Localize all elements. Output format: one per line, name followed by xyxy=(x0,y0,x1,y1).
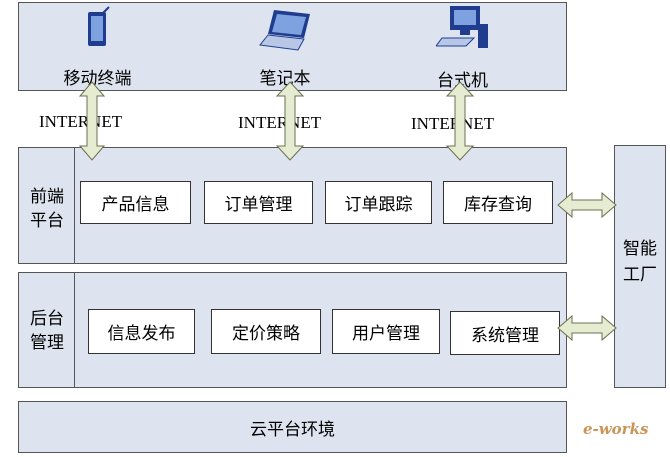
desktop-computer-icon xyxy=(436,6,488,48)
smart-factory-line2: 工厂 xyxy=(623,265,657,285)
frontend-title-line1: 前端 xyxy=(30,187,64,207)
backend-title-line2: 管理 xyxy=(30,333,64,353)
frontend-factory-arrow xyxy=(557,191,617,219)
internet-arrow-laptop xyxy=(275,81,305,161)
backend-title: 后台 管理 xyxy=(20,307,74,355)
frontend-title-divider xyxy=(74,148,75,263)
product-info-module[interactable]: 产品信息 xyxy=(80,181,191,224)
mobile-device-label: 移动终端 xyxy=(63,69,132,89)
smart-factory-box xyxy=(614,145,666,388)
order-tracking-module[interactable]: 订单跟踪 xyxy=(325,181,432,224)
watermark-text: e-works xyxy=(583,420,649,438)
smart-factory-label: 智能 工厂 xyxy=(614,236,666,288)
cloud-platform-bar xyxy=(18,401,567,453)
laptop-label: 笔记本 xyxy=(259,69,311,89)
backend-factory-arrow xyxy=(557,314,617,342)
internet-arrow-mobile xyxy=(78,81,106,161)
smart-factory-line1: 智能 xyxy=(623,239,657,259)
laptop-icon xyxy=(259,10,310,51)
mobile-device-icon xyxy=(88,6,110,46)
desktop-label: 台式机 xyxy=(437,71,488,91)
pricing-strategy-module[interactable]: 定价策略 xyxy=(211,309,321,354)
order-management-module[interactable]: 订单管理 xyxy=(204,181,313,224)
backend-title-divider xyxy=(74,273,75,387)
system-management-module[interactable]: 系统管理 xyxy=(450,311,560,355)
inventory-query-module[interactable]: 库存查询 xyxy=(443,181,553,224)
internet-label-1: INTERNET xyxy=(39,112,123,131)
frontend-title: 前端 平台 xyxy=(20,185,74,233)
cloud-platform-label: 云平台环境 xyxy=(250,420,335,440)
frontend-title-line2: 平台 xyxy=(30,211,64,231)
info-publish-module[interactable]: 信息发布 xyxy=(88,309,195,354)
internet-arrow-desktop xyxy=(445,81,475,161)
backend-title-line1: 后台 xyxy=(30,309,64,329)
internet-label-3: INTERNET xyxy=(411,114,495,133)
user-management-module[interactable]: 用户管理 xyxy=(332,309,440,354)
internet-label-2: INTERNET xyxy=(238,113,322,132)
e-works-watermark-logo: e-works xyxy=(583,420,648,438)
